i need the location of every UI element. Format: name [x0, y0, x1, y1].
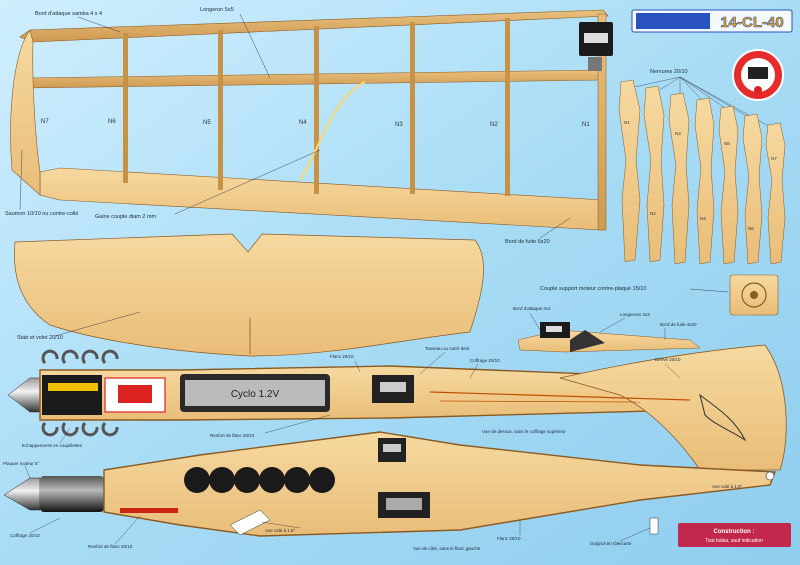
engine-text: Cyclo 1.2V — [231, 389, 280, 400]
note-line2: Tout balsa, sauf indication — [705, 538, 763, 544]
label-dowel-sleeve: Gaine couple diam 2 mm — [95, 214, 157, 220]
title-badge: 14-CL-40 — [631, 9, 793, 33]
rib-part-label: N5 — [724, 141, 730, 146]
wing-rib-label: N5 — [203, 120, 211, 126]
label-tail-wheel: Axe calé à 1.5° — [712, 484, 743, 489]
label-spar: Longeron 5x5 — [200, 7, 234, 13]
label-root-rib: Saumon 10/10 ou contre-collé — [5, 211, 78, 217]
rib-part-label: N6 — [748, 226, 754, 231]
wing-rib — [314, 26, 319, 194]
construction-note: Construction : Tout balsa, sauf indicati… — [678, 523, 791, 547]
servo-icon — [579, 22, 613, 71]
label-tail: Stab et volet 20/10 — [17, 335, 63, 341]
label-top-reinforcement: Renfort de flanc 20/10 — [210, 433, 255, 438]
label-exhaust: Echappements en coquillettes — [22, 443, 83, 448]
wing-rib-label: N4 — [299, 120, 307, 126]
label-ribs-title: Nervures 20/10 — [650, 69, 688, 75]
label-wedge: Axe calé à 1.5° — [265, 528, 296, 533]
wing-rib-label: N1 — [582, 122, 590, 128]
label-side-view: Vue de côté, sans le flanc gauche — [413, 546, 481, 551]
label-side-reinforcement: Renfort de flanc 20/10 — [88, 544, 133, 549]
label-top-tension: Tasseau ou carré dent — [425, 346, 470, 351]
label-top-view: Vue de dessus, sans le coffrage supérieu… — [482, 429, 566, 434]
label-top-cover: Coffrage 20/10 — [470, 358, 500, 363]
label-motor-mount: Couple support moteur contre-plaqué 15/1… — [540, 286, 646, 292]
club-logo — [732, 49, 784, 101]
wing-rib — [505, 18, 510, 196]
label-trailing-edge: Bord de fuite 6x20 — [505, 239, 550, 245]
motor-mount: Couple support moteur contre-plaqué 15/1… — [540, 274, 779, 316]
rib-part-label: N2 — [650, 211, 656, 216]
label-tail-te: Bord de fuite 4x20 — [660, 322, 697, 327]
wing-rib — [123, 33, 128, 183]
wing-ribs — [123, 18, 510, 196]
wing-plan: Bord d'attaque samba 4 x 4 Longeron 5x5 … — [5, 7, 613, 245]
wing-rib-label: N2 — [490, 122, 498, 128]
label-tail-le: Bord d'attaque 4x4 — [513, 306, 551, 311]
rib-part-label: N7 — [771, 156, 777, 161]
wing-rib-labels: N7 N6 N5 N4 N3 N2 N1 — [41, 119, 590, 128]
wing-rib — [410, 22, 415, 194]
label-tail-spar: Longerons 3x3 — [620, 312, 650, 317]
fuselage-side-view: Plaquer moteur 5° Coffrage 20/10 Renfort… — [3, 431, 776, 551]
ribs-panel: Nervures 20/10 N1 N2 N3 N4 N5 N6 N7 — [618, 69, 786, 265]
wing-rib-label: N7 — [41, 119, 49, 125]
rib-part-labels: N1 N2 N3 N4 N5 N6 N7 — [624, 120, 777, 231]
tail-detail: Bord d'attaque 4x4 Longerons 3x3 Bord de… — [513, 306, 701, 353]
wing-rib-label: N3 — [395, 122, 403, 128]
label-side-cover: Coffrage 20/10 — [10, 533, 40, 538]
label-leading-edge: Bord d'attaque samba 4 x 4 — [35, 11, 102, 17]
note-line1: Construction : — [714, 529, 755, 535]
label-top-flank: Flanc 20/10 — [330, 354, 354, 359]
label-fin: Dérive 20/10 — [655, 357, 681, 362]
fuselage-top-view: Cyclo 1.2V Flanc 20/10 Tasseau ou carré … — [7, 344, 787, 471]
badge-title: 14-CL-40 — [720, 14, 783, 31]
wing-rib-label: N6 — [108, 119, 116, 125]
label-side-flank: Flanc 20/10 — [497, 536, 521, 541]
rib-part-label: N4 — [700, 216, 706, 221]
rib-part-label: N1 — [624, 120, 630, 125]
rib-part-label: N3 — [675, 131, 681, 136]
label-prop: Plaquer moteur 5° — [3, 461, 40, 466]
label-horn: Guignol en tôle/carte — [590, 541, 632, 546]
battery-pack — [184, 467, 335, 493]
wing-rib — [218, 30, 223, 190]
tail-plane: Stab et volet 20/10 — [14, 233, 484, 357]
